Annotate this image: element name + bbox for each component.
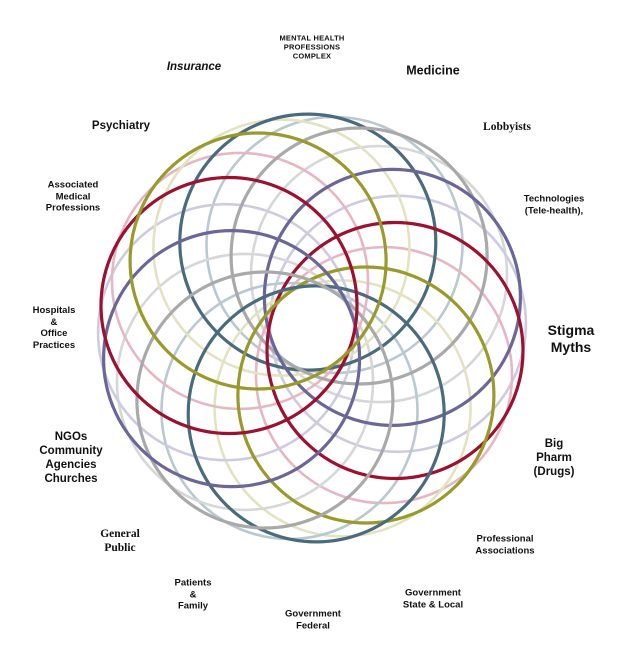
label-patients-family: Patients&Family — [174, 577, 212, 612]
ring — [236, 265, 496, 525]
ring — [265, 220, 525, 481]
ring — [128, 131, 388, 391]
ring — [96, 202, 356, 462]
ring — [102, 229, 362, 489]
ring — [229, 126, 489, 386]
label-medicine: Medicine — [406, 63, 460, 78]
ring — [152, 118, 411, 377]
label-lobbyists: Lobbyists — [483, 120, 531, 133]
ring — [186, 284, 446, 544]
ring — [99, 175, 359, 436]
label-psychiatry: Psychiatry — [91, 119, 151, 132]
label-insurance: Insurance — [166, 60, 222, 73]
label-technologies: Technologies(Tele-health), — [523, 193, 585, 216]
ring — [135, 270, 395, 530]
